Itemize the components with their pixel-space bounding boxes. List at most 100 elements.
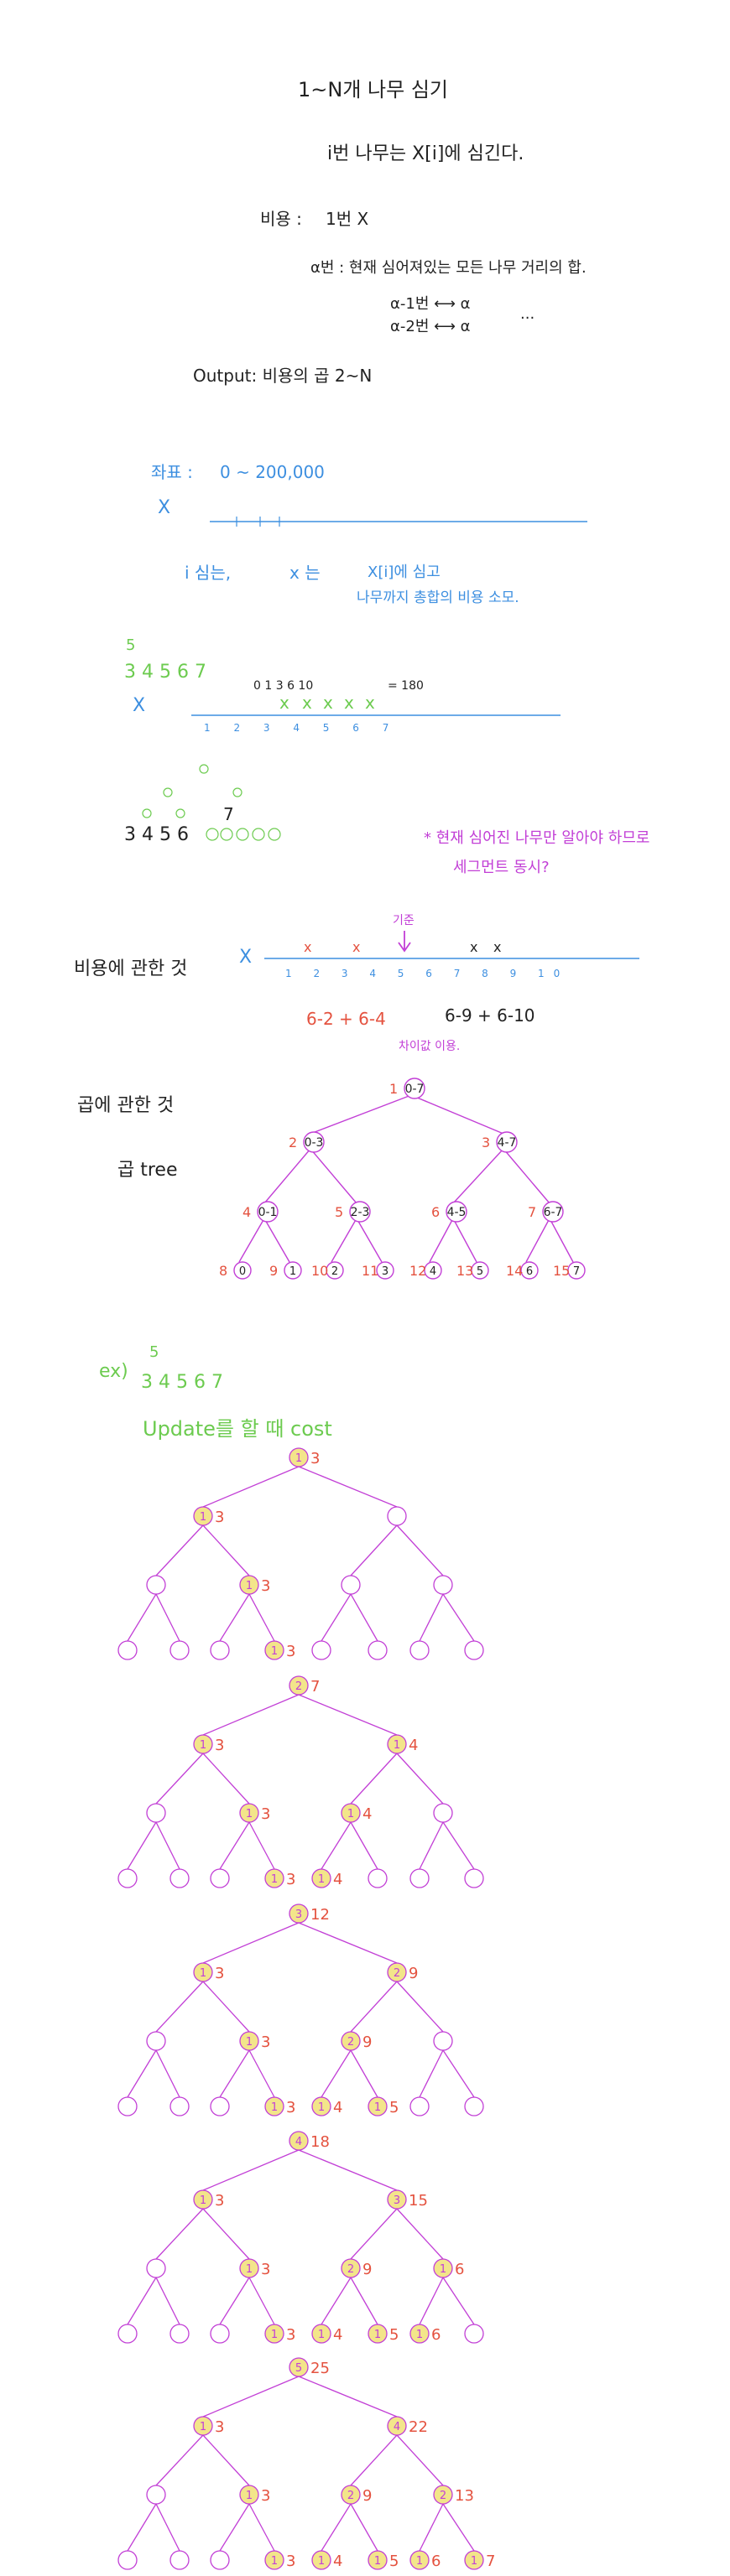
node-range: 4: [430, 1265, 436, 1278]
tree-node: [193, 1734, 213, 1754]
node-count: 1: [416, 2329, 423, 2341]
node-sum: 3: [286, 2326, 295, 2344]
node-count: 1: [318, 2101, 325, 2114]
tree-node: [289, 2131, 309, 2151]
tree-node: [264, 2096, 284, 2116]
node-count: 1: [271, 2101, 278, 2114]
coord-x-label: X: [158, 497, 170, 518]
example2-n: 5: [149, 1343, 159, 1361]
group-bottom: 3 4 5 6: [124, 824, 189, 845]
tree-edge: [298, 1694, 398, 1736]
tree-node: [349, 1201, 371, 1223]
tree-edge: [419, 2049, 444, 2098]
tree-edge: [155, 2049, 180, 2098]
node-range: 1: [289, 1265, 296, 1278]
tree-edge: [202, 1753, 250, 1805]
tree-node: [326, 1261, 344, 1280]
tree-node: [387, 2189, 407, 2210]
node-sum: 3: [261, 2261, 270, 2278]
tree-node: [233, 1261, 252, 1280]
node-sum: 12: [310, 1906, 330, 1924]
tree-edge: [396, 2434, 444, 2486]
tree-edge: [442, 2049, 475, 2098]
tree-edge: [155, 2208, 204, 2260]
node-count: 1: [200, 1511, 206, 1524]
cost-base: 기준: [393, 914, 415, 927]
group-seven: 7: [223, 804, 234, 824]
tree-edge: [350, 1524, 398, 1576]
base-arrow: [398, 931, 411, 953]
node-count: 1: [318, 1873, 325, 1886]
tree-edge: [350, 1593, 378, 1642]
node-count: 1: [416, 2555, 423, 2568]
tree-edge: [442, 2503, 475, 2552]
node-index: 11: [362, 1263, 378, 1279]
node-sum: 6: [431, 2326, 441, 2344]
alpha-ellipsis: ...: [520, 305, 534, 323]
tree-edge: [396, 2208, 444, 2260]
tree-node: [193, 2189, 213, 2210]
node-count: 3: [295, 1909, 302, 1921]
tree-edge: [419, 2503, 444, 2552]
node-index: 4: [242, 1204, 251, 1220]
cost-alpha: α번 : 현재 심어져있는 모든 나무 거리의 합.: [310, 259, 587, 277]
tree-node: [409, 2096, 430, 2116]
tree-node: [117, 2324, 138, 2344]
tree-node: [289, 1675, 309, 1696]
tree-node: [464, 1868, 484, 1888]
tree-node: [433, 1575, 453, 1595]
step-cost: 나무까지 총합의 비용 소모.: [357, 589, 519, 606]
tree-edge: [350, 2434, 398, 2486]
tree-edge: [396, 1524, 444, 1576]
node-sum: 3: [261, 2033, 270, 2051]
node-count: 1: [318, 2329, 325, 2341]
tree-node: [341, 2031, 361, 2051]
node-sum: 3: [310, 1450, 320, 1467]
node-count: 1: [471, 2555, 477, 2568]
node-range: 4-7: [498, 1136, 517, 1150]
cross-mark: x: [365, 693, 375, 713]
tree-node: [146, 1575, 166, 1595]
node-index: 9: [269, 1263, 278, 1279]
tree-node: [284, 1261, 302, 1280]
tree-edge: [419, 1821, 444, 1870]
tree-node: [193, 1506, 213, 1526]
node-sum: 4: [333, 2099, 342, 2116]
node-count: 1: [374, 2101, 381, 2114]
tree-node: [464, 2096, 484, 2116]
tree-edge: [202, 1466, 300, 1508]
output-line: Output: 비용의 곱 2~N: [193, 366, 372, 386]
tree-node: [117, 1868, 138, 1888]
node-range: 5: [477, 1265, 483, 1278]
tree-node: [496, 1131, 518, 1153]
tree-node: [433, 1803, 453, 1823]
node-sum: 7: [310, 1678, 320, 1696]
tree-node: [210, 2550, 230, 2570]
tree-edge: [321, 2277, 352, 2325]
tree-edge: [219, 1821, 250, 1870]
node-count: 1: [271, 1873, 278, 1886]
tree-edge: [310, 1148, 357, 1204]
tree-node: [567, 1261, 586, 1280]
tree-node: [264, 2550, 284, 2570]
step-label: i 심는,: [185, 563, 231, 583]
node-sum: 9: [362, 2261, 372, 2278]
cross-mark: x: [344, 693, 354, 713]
node-index: 7: [528, 1204, 536, 1220]
tree-node: [169, 2550, 190, 2570]
node-sum: 3: [261, 1577, 270, 1595]
node-sum: 22: [409, 2418, 428, 2436]
tree-edge: [350, 2277, 378, 2325]
node-sum: 3: [215, 1737, 224, 1754]
product-tree-label: 곱 tree: [117, 1160, 178, 1181]
node-count: 1: [318, 2555, 325, 2568]
node-index: 2: [289, 1135, 297, 1150]
node-count: 2: [440, 2490, 446, 2502]
cost-first: 1번 X: [326, 209, 368, 229]
tree-edge: [155, 1981, 204, 2033]
